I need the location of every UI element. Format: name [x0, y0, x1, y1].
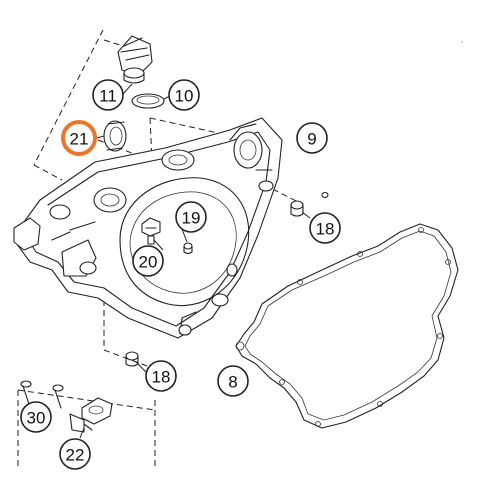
part-dowel-19 [183, 242, 193, 255]
callout-18-upper: 18 [309, 212, 341, 244]
callout-19: 19 [175, 201, 207, 233]
callout-11-label: 11 [99, 87, 117, 106]
callout-11: 11 [92, 79, 124, 111]
callout-20-label: 20 [139, 253, 158, 272]
leader-left-upper [33, 29, 104, 166]
leader-cap-top [103, 39, 121, 46]
callout-21-highlighted: 21 [61, 120, 97, 156]
leader-left-joint [33, 164, 63, 181]
callout-22-label: 22 [66, 446, 85, 465]
part-sensor-22 [69, 397, 113, 433]
part-shaft-seal [103, 120, 127, 152]
callout-9-label: 9 [307, 130, 316, 149]
callout-8: 8 [217, 365, 249, 397]
part-o-ring [131, 93, 165, 109]
callout-leaders [27, 83, 311, 439]
speck-mark [461, 41, 463, 43]
callout-19-label: 19 [182, 209, 201, 228]
callout-18-lower: 18 [145, 360, 177, 392]
part-screws-30 [20, 380, 64, 409]
callout-30: 30 [20, 401, 52, 433]
callout-21-label: 21 [70, 130, 89, 149]
part-plug-screw [141, 217, 161, 245]
part-gasket [235, 223, 459, 429]
callout-18-lower-label: 18 [152, 368, 171, 387]
callout-20: 20 [132, 245, 164, 277]
callouts: 11 10 21 9 19 18 20 18 [20, 79, 341, 470]
leader-bottom-1 [17, 389, 156, 411]
part-dowel-sleeve-upper [290, 200, 304, 217]
callout-9: 9 [296, 122, 328, 154]
callout-22: 22 [59, 438, 91, 470]
part-small-dowel-top-right [321, 191, 329, 199]
callout-18-upper-label: 18 [316, 220, 335, 239]
callout-30-label: 30 [27, 409, 46, 428]
part-oil-filler-cap [117, 35, 153, 84]
leader-plug-right [254, 179, 301, 204]
callout-10: 10 [168, 79, 200, 111]
callout-8-label: 8 [228, 373, 237, 392]
callout-10-label: 10 [175, 87, 194, 106]
part-dowel-sleeve-lower [125, 351, 139, 367]
